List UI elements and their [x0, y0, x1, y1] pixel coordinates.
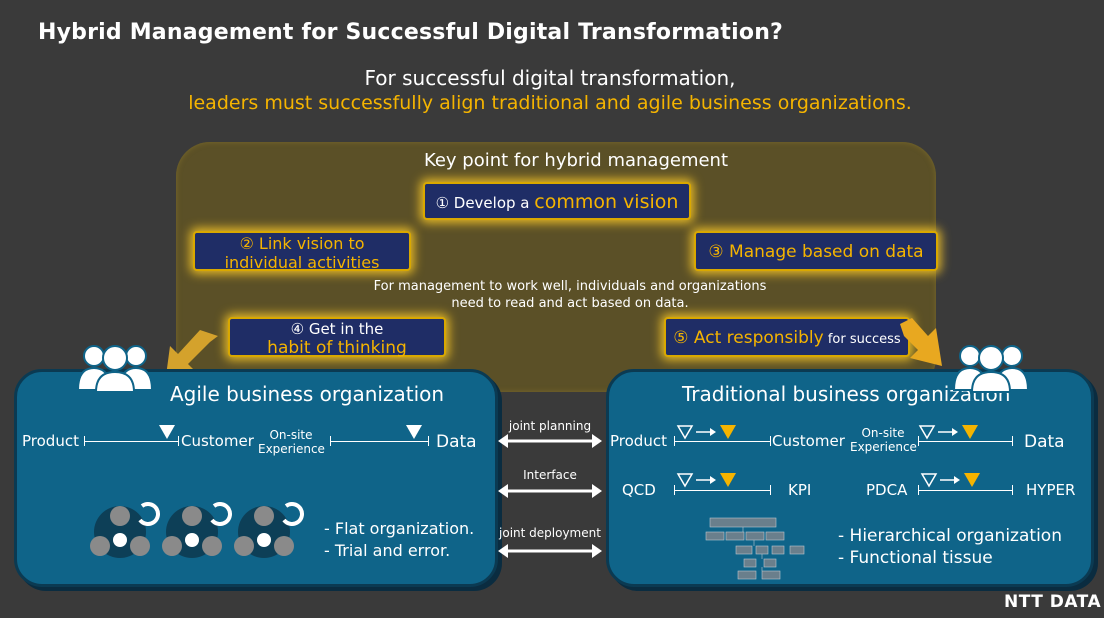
people-group-icon [76, 345, 154, 393]
traditional-bullet-1: - Hierarchical organization [838, 526, 1062, 546]
joint-deployment-label: joint deployment [499, 526, 601, 540]
key-point-common-vision: ① Develop a common vision [423, 182, 691, 220]
traditional-tick [770, 485, 771, 495]
page-title: Hybrid Management for Successful Digital… [38, 20, 784, 45]
key-point-act-responsibly: ⑤ Act responsibly for success [664, 317, 910, 357]
agile-data-label: Data [436, 432, 477, 452]
key-point-manage-data: ③ Manage based on data [694, 231, 938, 271]
traditional-line-4 [918, 490, 1012, 491]
traditional-tick [1012, 485, 1013, 495]
key-point-title: Key point for hybrid management [423, 150, 729, 171]
traditional-data-label: Data [1024, 432, 1065, 452]
traditional-line-2 [918, 441, 1012, 442]
double-arrow-icon [498, 484, 602, 498]
traditional-customer-label: Customer [772, 432, 845, 450]
agile-line-2 [330, 441, 428, 442]
key-point-2-line-2: individual activities [224, 253, 380, 272]
people-group-icon [952, 345, 1030, 393]
agile-product-label: Product [22, 432, 79, 450]
double-arrow-icon [498, 544, 602, 558]
agile-tick [178, 436, 179, 446]
ntt-data-logo: NTT DATA [1004, 592, 1102, 612]
subtitle-line-2: leaders must successfully align traditio… [188, 92, 912, 114]
traditional-line-3 [674, 490, 770, 491]
double-arrow-icon [498, 434, 602, 448]
agile-onsite-line-2: Experience [258, 442, 325, 456]
key-point-4-line-2: habit of thinking [267, 338, 407, 358]
management-note-line-1: For management to work well, individuals… [373, 279, 767, 294]
key-point-2-line-1: ② Link vision to [239, 234, 365, 253]
traditional-hyper-label: HYPER [1026, 481, 1076, 499]
subtitle-line-1: For successful digital transformation, [364, 66, 736, 90]
traditional-onsite-line-2: Experience [850, 440, 917, 454]
process-flow-icon [920, 473, 980, 488]
agile-onsite-label: On-site Experience [258, 428, 325, 456]
agile-tick [428, 436, 429, 446]
traditional-onsite-line-1: On-site [861, 426, 905, 440]
traditional-pdca-label: PDCA [866, 481, 908, 499]
traditional-line-1 [674, 441, 770, 442]
key-point-link-vision: ② Link vision to individual activities [193, 231, 411, 272]
key-point-5-suffix: for success [823, 332, 901, 347]
joint-planning-label: joint planning [508, 419, 592, 433]
agile-organization-title: Agile business organization [170, 382, 445, 406]
agile-customer-label: Customer [181, 432, 254, 450]
agile-marker-2-icon [406, 425, 422, 439]
key-point-habit-thinking: ④ Get in the habit of thinking [228, 317, 446, 358]
management-note-line-2: need to read and act based on data. [451, 296, 689, 311]
arrow-down-left-icon [166, 330, 218, 376]
management-note: For management to work well, individuals… [350, 278, 790, 312]
traditional-kpi-label: KPI [788, 481, 812, 499]
process-flow-icon [676, 425, 736, 440]
key-point-1-highlight: common vision [534, 191, 679, 213]
arrow-down-right-icon [900, 318, 942, 366]
interface-label: Interface [523, 468, 577, 482]
agile-marker-1-icon [159, 425, 175, 439]
traditional-tick [1012, 436, 1013, 446]
traditional-tick [770, 436, 771, 446]
traditional-bullet-2: - Functional tissue [838, 548, 993, 568]
flat-team-icon [90, 502, 304, 558]
key-point-3-text: ③ Manage based on data [708, 242, 924, 262]
key-point-1-prefix: ① Develop a [435, 194, 535, 212]
agile-bullet-2: - Trial and error. [324, 541, 451, 560]
agile-line-1 [84, 441, 178, 442]
traditional-organization-panel [606, 369, 1094, 587]
traditional-qcd-label: QCD [622, 481, 656, 499]
traditional-onsite-label: On-site Experience [850, 426, 917, 454]
agile-onsite-line-1: On-site [269, 428, 313, 442]
traditional-product-label: Product [610, 432, 667, 450]
process-flow-icon [676, 473, 736, 488]
key-point-4-line-1: ④ Get in the [290, 320, 384, 338]
agile-bullet-1: - Flat organization. [324, 519, 475, 538]
key-point-5-highlight: ⑤ Act responsibly [673, 328, 824, 348]
process-flow-icon [918, 425, 978, 440]
org-chart-icon [705, 517, 805, 580]
